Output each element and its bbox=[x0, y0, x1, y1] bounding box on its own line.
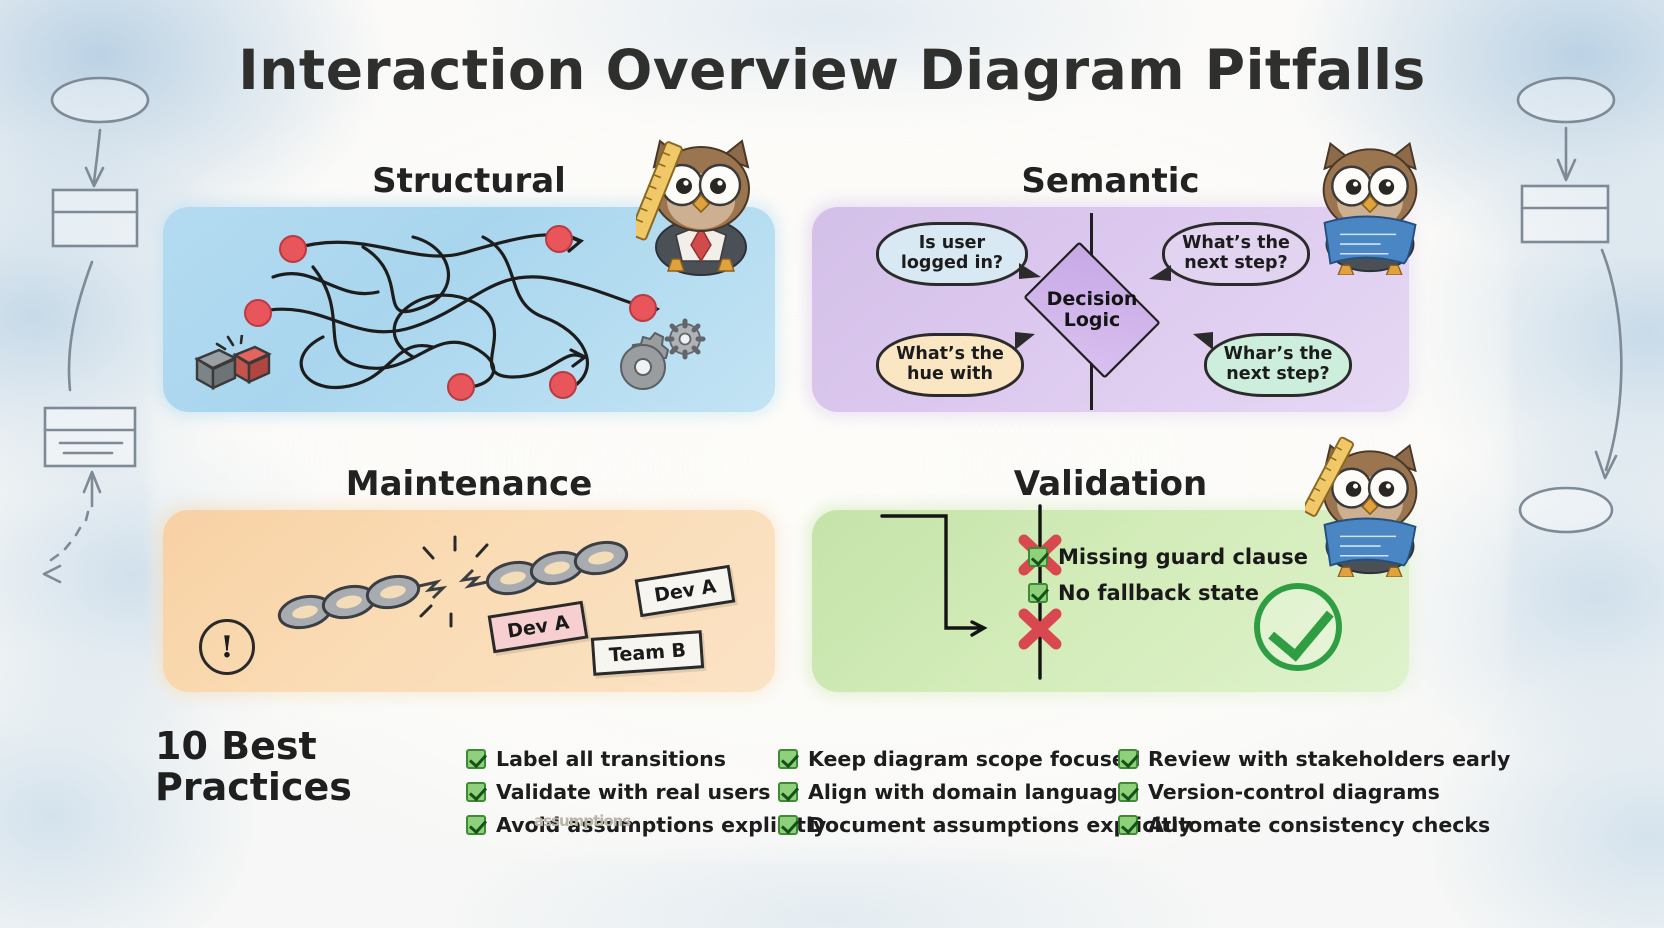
list-item: Align with domain language bbox=[778, 775, 1132, 808]
decision-logic-node: Decision Logic bbox=[1012, 241, 1172, 379]
best-practice-label: Review with stakeholders early bbox=[1148, 746, 1511, 771]
bubble-tail bbox=[1149, 265, 1171, 281]
bubble-q4-line1: Whar’s the bbox=[1223, 344, 1333, 365]
broken-blocks-icon bbox=[194, 335, 272, 391]
gears-icon bbox=[620, 318, 706, 390]
owl-ruler-icon bbox=[636, 139, 750, 276]
checkbox-checked-icon bbox=[466, 748, 486, 769]
best-practice-label: Validate with real users bbox=[496, 779, 771, 804]
checkbox-checked-icon bbox=[1118, 814, 1138, 835]
owl-blueprint-icon bbox=[1322, 141, 1418, 275]
panel-maintenance-title: Maintenance bbox=[345, 464, 593, 504]
bubble-is-user-logged-in: Is user logged in? bbox=[876, 222, 1041, 286]
best-practice-label: Version-control diagrams bbox=[1148, 779, 1440, 804]
owl-ruler-blueprint-icon bbox=[1305, 436, 1418, 577]
bubble-whats-the-hue-with: What’s the hue with bbox=[876, 332, 1035, 397]
checkbox-checked-icon bbox=[778, 781, 798, 802]
tangled-arrows-icon bbox=[244, 225, 660, 401]
checkbox-checked-icon bbox=[466, 781, 486, 802]
list-item: Review with stakeholders early bbox=[1118, 742, 1510, 775]
checkbox-checked-icon bbox=[1028, 583, 1048, 603]
checkbox-checked-icon bbox=[466, 814, 486, 835]
best-practices-column-1: Label all transitions Validate with real… bbox=[466, 742, 826, 841]
exclamation-circle-icon: ! bbox=[199, 619, 255, 675]
best-practice-label: Automate consistency checks bbox=[1148, 812, 1491, 837]
tag-dev-a-white: Dev A bbox=[634, 564, 736, 618]
ghost-overlap-text: assumptions bbox=[534, 812, 631, 830]
list-item: Label all transitions bbox=[466, 742, 786, 775]
best-practice-label: Label all transitions bbox=[496, 746, 726, 771]
panel-validation-title: Validation bbox=[1013, 464, 1208, 504]
bubble-q3-line2: hue with bbox=[907, 364, 993, 384]
list-item: Missing guard clause bbox=[1028, 545, 1308, 569]
list-item: Keep diagram scope focused bbox=[778, 742, 1140, 775]
best-practice-label: Avoid assumptions explicitly bbox=[496, 812, 827, 837]
list-item: No fallback state bbox=[1028, 581, 1308, 605]
bubble-q2-line1: What’s the bbox=[1182, 233, 1290, 254]
right-margin-flowchart bbox=[1516, 76, 1623, 534]
validation-item-label: Missing guard clause bbox=[1058, 545, 1308, 569]
decision-label-line2: Logic bbox=[1063, 309, 1121, 331]
validation-item-label: No fallback state bbox=[1058, 581, 1259, 605]
bubble-q1-line1: Is user bbox=[918, 233, 986, 254]
bubble-tail bbox=[1193, 332, 1213, 350]
best-practices-column-3: Review with stakeholders early Version-c… bbox=[1118, 742, 1510, 841]
checkbox-checked-icon bbox=[778, 748, 798, 769]
broken-chain-icon bbox=[277, 535, 629, 630]
list-item: Avoid assumptions explicitly bbox=[466, 808, 826, 841]
checkbox-checked-icon bbox=[1118, 748, 1138, 769]
bubble-q3-line1: What’s the bbox=[896, 344, 1004, 365]
panel-structural: Structural bbox=[163, 139, 775, 412]
left-margin-flowchart bbox=[42, 76, 150, 584]
bubble-q2-line2: next step? bbox=[1184, 253, 1288, 273]
checkbox-checked-icon bbox=[1118, 781, 1138, 802]
decision-line-bottom bbox=[1090, 358, 1093, 410]
bubble-whars-the-next-step: Whar’s the next step? bbox=[1193, 332, 1352, 397]
list-item: Validate with real users bbox=[466, 775, 786, 808]
checkbox-checked-icon bbox=[778, 814, 798, 835]
best-practice-label: Keep diagram scope focused bbox=[808, 746, 1141, 771]
best-practice-label: Align with domain language bbox=[808, 779, 1132, 804]
page-title: Interaction Overview Diagram Pitfalls bbox=[238, 38, 1426, 102]
panel-semantic-title: Semantic bbox=[1021, 161, 1200, 201]
footer-heading: 10 Best Practices bbox=[155, 724, 352, 810]
decision-label-line1: Decision bbox=[1046, 287, 1138, 310]
list-item: Document assumptions explicitly bbox=[778, 808, 1192, 841]
bubble-whats-the-next-step: What’s the next step? bbox=[1149, 222, 1310, 286]
best-practices-column-2: Keep diagram scope focused Align with do… bbox=[778, 742, 1192, 841]
decision-line-top bbox=[1090, 213, 1093, 261]
tag-team-b: Team B bbox=[590, 630, 705, 676]
list-item: Automate consistency checks bbox=[1118, 808, 1490, 841]
list-item: Version-control diagrams bbox=[1118, 775, 1458, 808]
panel-validation: Validation Missing guard clause No fallb… bbox=[812, 464, 1409, 692]
bubble-tail bbox=[1015, 332, 1035, 350]
bubble-q1-line2: logged in? bbox=[900, 253, 1004, 273]
bubble-q4-line2: next step? bbox=[1226, 364, 1330, 384]
checkbox-checked-icon bbox=[1028, 547, 1048, 567]
panel-maintenance: Maintenance bbox=[163, 464, 775, 692]
panel-structural-title: Structural bbox=[372, 161, 566, 201]
validation-issue-list: Missing guard clause No fallback state bbox=[1028, 545, 1308, 617]
green-check-circle-icon bbox=[1254, 583, 1342, 671]
bubble-tail bbox=[1019, 263, 1041, 279]
